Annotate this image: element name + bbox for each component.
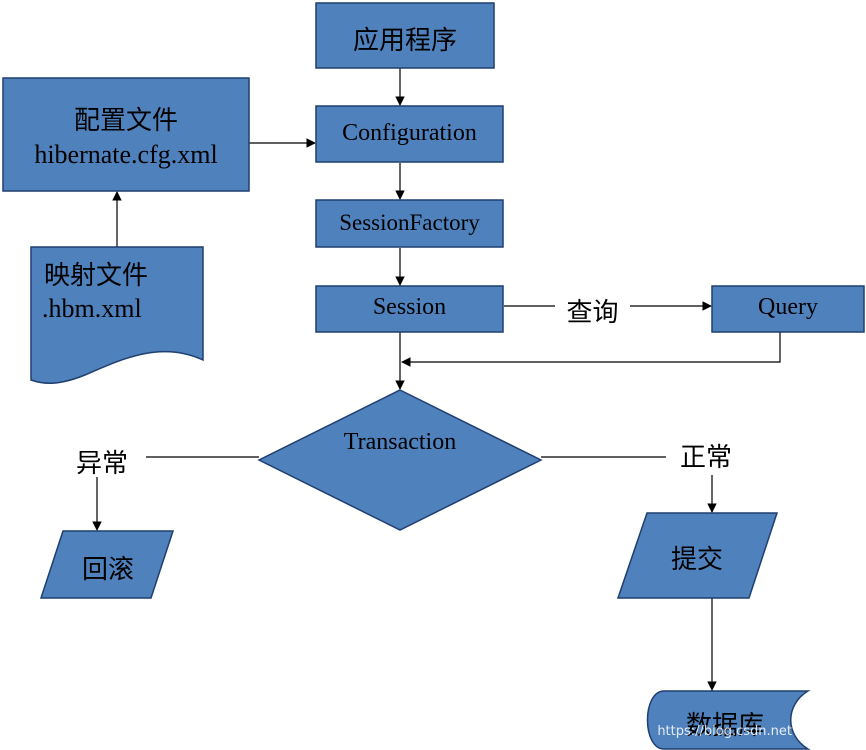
node-commit-parallelogram [616, 512, 779, 599]
node-sessionfactory-box [315, 199, 504, 248]
node-query-box [711, 285, 865, 333]
node-config-file-title: 配置文件 [73, 106, 178, 135]
node-mapping-file-title: 映射文件 [44, 261, 149, 290]
node-rollback-parallelogram [39, 530, 175, 599]
edge-label-query: 查询 [566, 298, 619, 327]
edge-label-normal: 正常 [679, 443, 732, 472]
node-configuration-label: Configuration [342, 120, 477, 146]
node-app-box [315, 2, 495, 69]
node-mapping-file-shape [30, 246, 204, 385]
node-query-label: Query [758, 294, 818, 320]
node-session-box [315, 285, 504, 333]
node-database-label: 数据库 [685, 711, 764, 740]
node-database-cylinder [646, 690, 811, 750]
edge-label-exception: 异常 [75, 449, 128, 478]
node-config-file-name: hibernate.cfg.xml [34, 140, 218, 169]
node-config-file-box [2, 77, 250, 192]
node-transaction-diamond [257, 389, 543, 531]
node-rollback-label: 回滚 [81, 555, 134, 584]
node-commit-label: 提交 [670, 545, 723, 574]
node-session-label: Session [372, 294, 447, 320]
node-app-label: 应用程序 [352, 26, 457, 55]
watermark: https://blog.csdn.net [657, 724, 792, 739]
node-configuration-box [315, 105, 504, 163]
edge-query-return [401, 332, 781, 367]
node-transaction-label: Transaction [343, 429, 457, 455]
node-mapping-file-name: .hbm.xml [42, 294, 142, 323]
node-sessionfactory-label: SessionFactory [339, 210, 480, 235]
